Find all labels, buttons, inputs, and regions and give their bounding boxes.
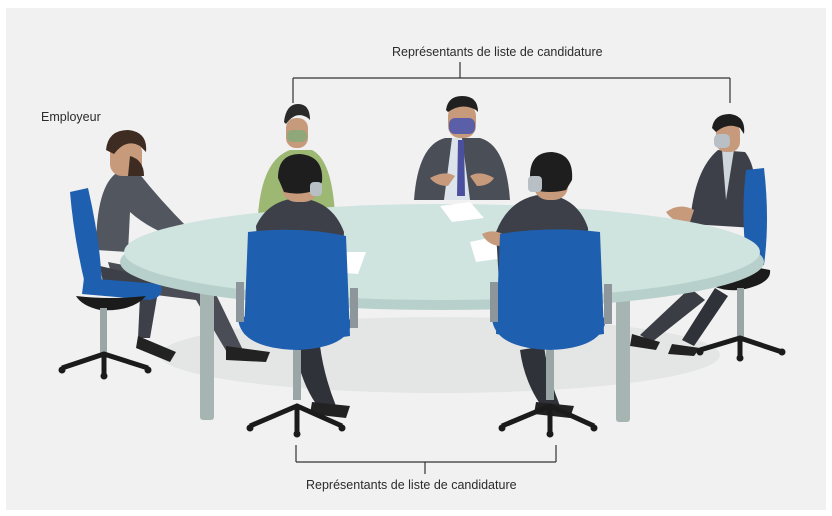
chair-front-left — [236, 229, 358, 438]
employer-label: Employeur — [41, 110, 101, 124]
mask-grey — [310, 182, 322, 196]
chair-left — [58, 188, 162, 380]
person-right — [630, 114, 757, 356]
person-back-center — [414, 96, 510, 200]
mask-blue — [449, 118, 475, 134]
bottom-group-label: Représentants de liste de candidature — [306, 478, 517, 492]
bottom-bracket — [295, 445, 557, 474]
mask-green — [287, 130, 307, 142]
mask-grey — [714, 134, 730, 148]
paper-sheet — [440, 202, 484, 222]
top-group-label: Représentants de liste de candidature — [392, 45, 603, 59]
top-bracket — [292, 62, 731, 103]
table-legs — [200, 280, 630, 422]
chair-front-right — [490, 229, 612, 438]
mask-grey — [528, 176, 542, 192]
meeting-table — [120, 202, 764, 310]
